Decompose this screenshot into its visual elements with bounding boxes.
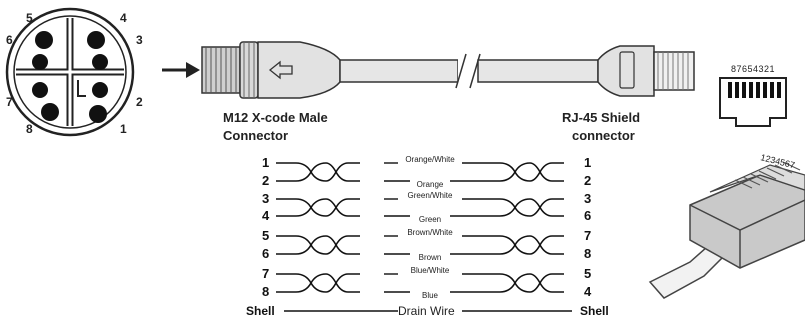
m12-pin-2 (92, 82, 108, 98)
twisted-pair-right-2 (480, 198, 564, 217)
left-pin-2: 2 (262, 173, 269, 188)
m12-pin-label-3: 3 (136, 33, 143, 47)
twisted-pair-right-3 (480, 235, 564, 255)
rj45-plug-3d: 1234567 (648, 152, 805, 299)
m12-pin-label-8: 8 (26, 122, 33, 136)
m12-pin-7 (32, 82, 48, 98)
right-pin-1: 1 (584, 155, 591, 170)
twisted-pair-left-1 (276, 162, 360, 182)
m12-pin-6 (32, 54, 48, 70)
wire-color-label: Orange/White (405, 155, 455, 164)
wire-color-label: Green/White (408, 191, 453, 200)
left-pin-6: 6 (262, 246, 269, 261)
m12-pin-label-2: 2 (136, 95, 143, 109)
wire-color-label: Brown (419, 253, 442, 262)
rj45-label-line1: RJ-45 Shield (562, 110, 640, 125)
twisted-pair-left-3 (276, 235, 360, 255)
wire-color-label: Blue (422, 291, 439, 300)
cable-break (455, 53, 481, 89)
m12-connector-face: 5 4 6 3 7 2 8 1 (5, 7, 143, 137)
m12-label-line1: M12 X-code Male (223, 110, 328, 125)
drain-wire-label: Drain Wire (398, 304, 455, 318)
wire-color-label: Blue/White (411, 266, 450, 275)
wire-color-label: Green (419, 215, 441, 224)
left-pin-4: 4 (262, 208, 270, 223)
wire-color-label: Orange (417, 180, 444, 189)
m12-pin-1 (89, 105, 107, 123)
rj45-face-pin-order: 87654321 (731, 64, 775, 74)
right-pin-3: 3 (584, 191, 591, 206)
left-pin-3: 3 (262, 191, 269, 206)
left-pin-8: 8 (262, 284, 269, 299)
rj45-jack-face: 87654321 (719, 64, 787, 127)
rj45-label-line2: connector (572, 128, 635, 143)
twisted-pair-right-4 (480, 273, 564, 293)
rj45-plug-head (653, 51, 695, 91)
m12-pin-label-1: 1 (120, 122, 127, 136)
right-pin-2: 2 (584, 173, 591, 188)
cable-right (477, 59, 599, 83)
twisted-pair-left-4 (276, 273, 360, 293)
m12-thread (201, 46, 241, 94)
rj45-boot (597, 45, 655, 97)
left-pin-1: 1 (262, 155, 269, 170)
twisted-pair-right-1 (480, 162, 564, 182)
right-pin-6: 8 (584, 246, 591, 261)
m12-pin-4 (87, 31, 105, 49)
m12-pin-label-6: 6 (6, 33, 13, 47)
wire-color-label: Brown/White (407, 228, 453, 237)
m12-pin-label-5: 5 (26, 11, 33, 25)
left-pin-5: 5 (262, 228, 269, 243)
cable-assembly: M12 X-code Male Connector RJ-45 Shield c… (201, 41, 695, 143)
m12-pin-5 (35, 31, 53, 49)
m12-pin-3 (92, 54, 108, 70)
shell-left-label: Shell (246, 304, 275, 318)
right-pin-5: 7 (584, 228, 591, 243)
right-pin-7: 5 (584, 266, 591, 281)
m12-nut (239, 41, 259, 99)
twisted-pair-left-2 (276, 198, 360, 217)
right-pin-4: 6 (584, 208, 591, 223)
m12-pin-8 (41, 103, 59, 121)
insert-arrow (162, 62, 200, 78)
left-pin-7: 7 (262, 266, 269, 281)
cable-left (339, 59, 459, 83)
m12-label-line2: Connector (223, 128, 288, 143)
m12-pin-label-7: 7 (6, 95, 13, 109)
wiring-table: 1 Orange/White 1 2 Orange 2 3 Green/White 3 4 Gree… (262, 155, 592, 300)
shell-row: Shell Drain Wire Shell (246, 304, 609, 318)
right-pin-8: 4 (584, 284, 592, 299)
shell-right-label: Shell (580, 304, 609, 318)
m12-pin-label-4: 4 (120, 11, 127, 25)
coding-arrow-icon (268, 60, 293, 80)
